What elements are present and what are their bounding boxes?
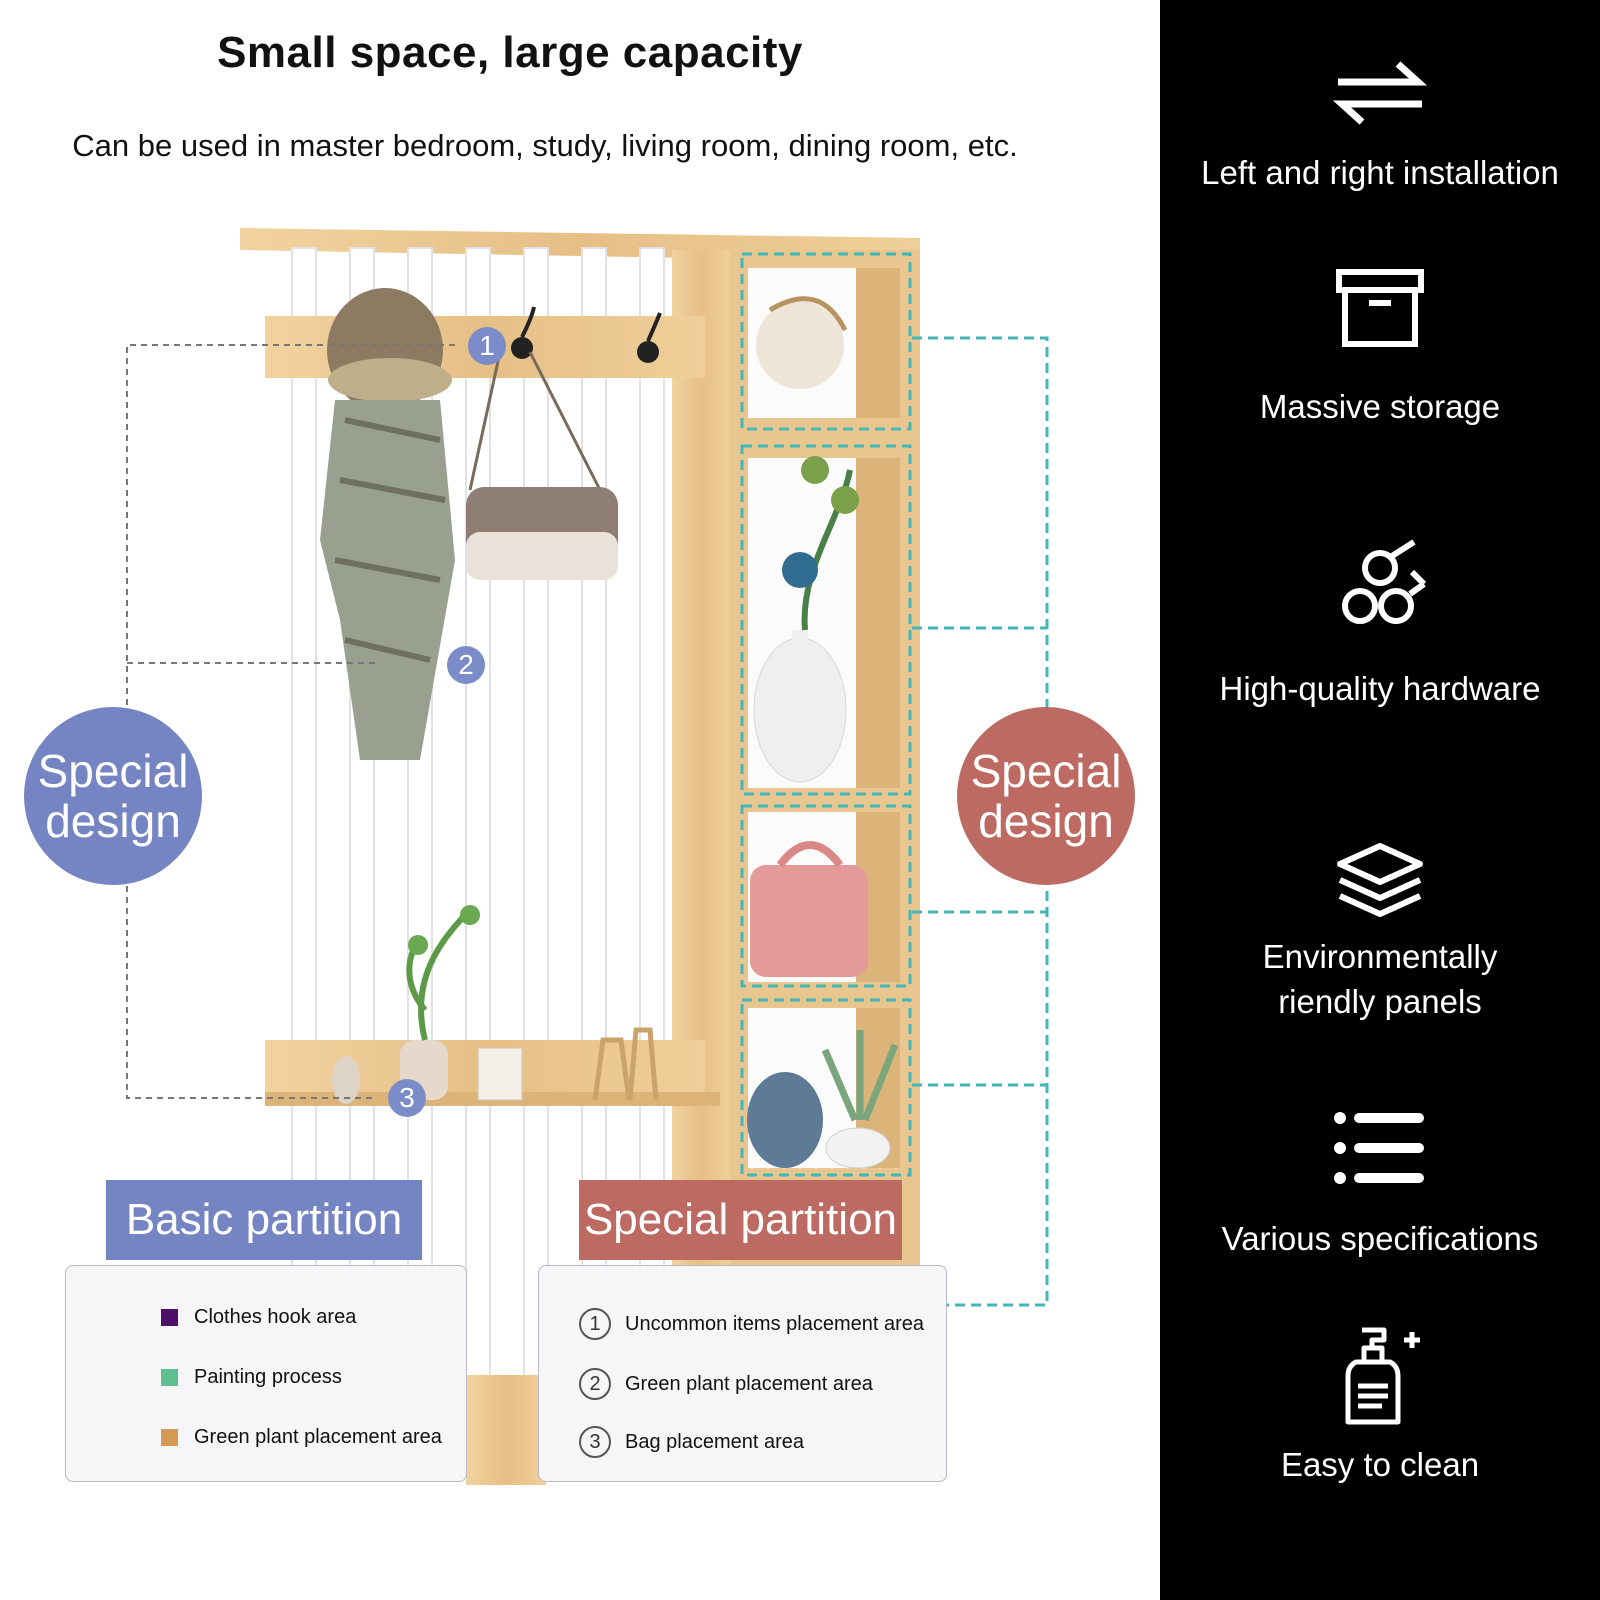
circled-number: 3: [579, 1426, 611, 1458]
feature-item: Various specifications: [1160, 1106, 1600, 1261]
feature-label: Environmentally riendly panels: [1262, 938, 1498, 1020]
special-partition-panel: 1 Uncommon items placement area 2 Green …: [538, 1265, 947, 1482]
storage-box-icon: [1336, 269, 1424, 347]
wood-base: [466, 1375, 546, 1485]
marker-1: 1: [468, 327, 506, 365]
circled-number: 2: [579, 1368, 611, 1400]
page-subtitle: Can be used in master bedroom, study, li…: [72, 128, 1018, 163]
feature-label: Massive storage: [1259, 388, 1501, 425]
swap-arrows-icon: [1332, 61, 1428, 125]
feature-item: Massive storage: [1160, 268, 1600, 429]
vase: [753, 637, 847, 783]
legend-item: Clothes hook area: [161, 1306, 356, 1329]
layers-icon: [1337, 843, 1423, 917]
feature-sidebar: Left and right installation Massive stor…: [1160, 0, 1600, 1600]
legend-item: Painting process: [161, 1366, 342, 1389]
right-guide-lines: [740, 252, 1049, 1307]
legend-swatch: [161, 1309, 178, 1326]
legend-label: Painting process: [194, 1366, 342, 1388]
special-design-badge-left: Special design: [24, 707, 202, 885]
feature-item: Easy to clean: [1160, 1326, 1600, 1487]
circled-number: 1: [579, 1308, 611, 1340]
marker-3: 3: [388, 1079, 426, 1117]
feature-label: High-quality hardware: [1219, 670, 1541, 707]
legend-item: 3 Bag placement area: [579, 1426, 804, 1458]
legend-label: Bag placement area: [625, 1430, 805, 1453]
legend-label: Clothes hook area: [194, 1306, 357, 1328]
sphere-decor: [756, 301, 844, 389]
list-icon: [1334, 1112, 1424, 1184]
legend-item: 2 Green plant placement area: [579, 1368, 873, 1400]
logs-icon: [1342, 539, 1427, 624]
hooks: [511, 306, 662, 363]
legend-label: Uncommon items placement area: [625, 1312, 925, 1335]
coat: [320, 400, 455, 760]
legend-swatch: [161, 1429, 178, 1446]
spray-bottle-icon: [1345, 1327, 1420, 1425]
feature-label: Easy to clean: [1280, 1446, 1480, 1483]
feature-item: Left and right installation: [1160, 58, 1600, 195]
basic-partition-title: Basic partition: [106, 1180, 422, 1260]
feature-item: Environmentally riendly panels: [1160, 840, 1600, 1024]
backpack: [750, 865, 868, 977]
special-design-badge-right: Special design: [957, 707, 1135, 885]
feature-label: Various specifications: [1221, 1220, 1539, 1257]
blue-vase: [747, 1072, 823, 1168]
legend-label: Green plant placement area: [194, 1426, 442, 1448]
legend-label: Green plant placement area: [625, 1372, 873, 1395]
special-partition-title: Special partition: [579, 1180, 902, 1260]
page-title: Small space, large capacity: [217, 28, 803, 77]
marker-2: 2: [447, 646, 485, 684]
legend-item: 1 Uncommon items placement area: [579, 1308, 924, 1340]
feature-label: Left and right installation: [1201, 154, 1559, 191]
feature-item: High-quality hardware: [1160, 534, 1600, 711]
basic-partition-panel: Clothes hook area Painting process Green…: [65, 1265, 467, 1482]
legend-item: Green plant placement area: [161, 1426, 442, 1449]
legend-swatch: [161, 1369, 178, 1386]
